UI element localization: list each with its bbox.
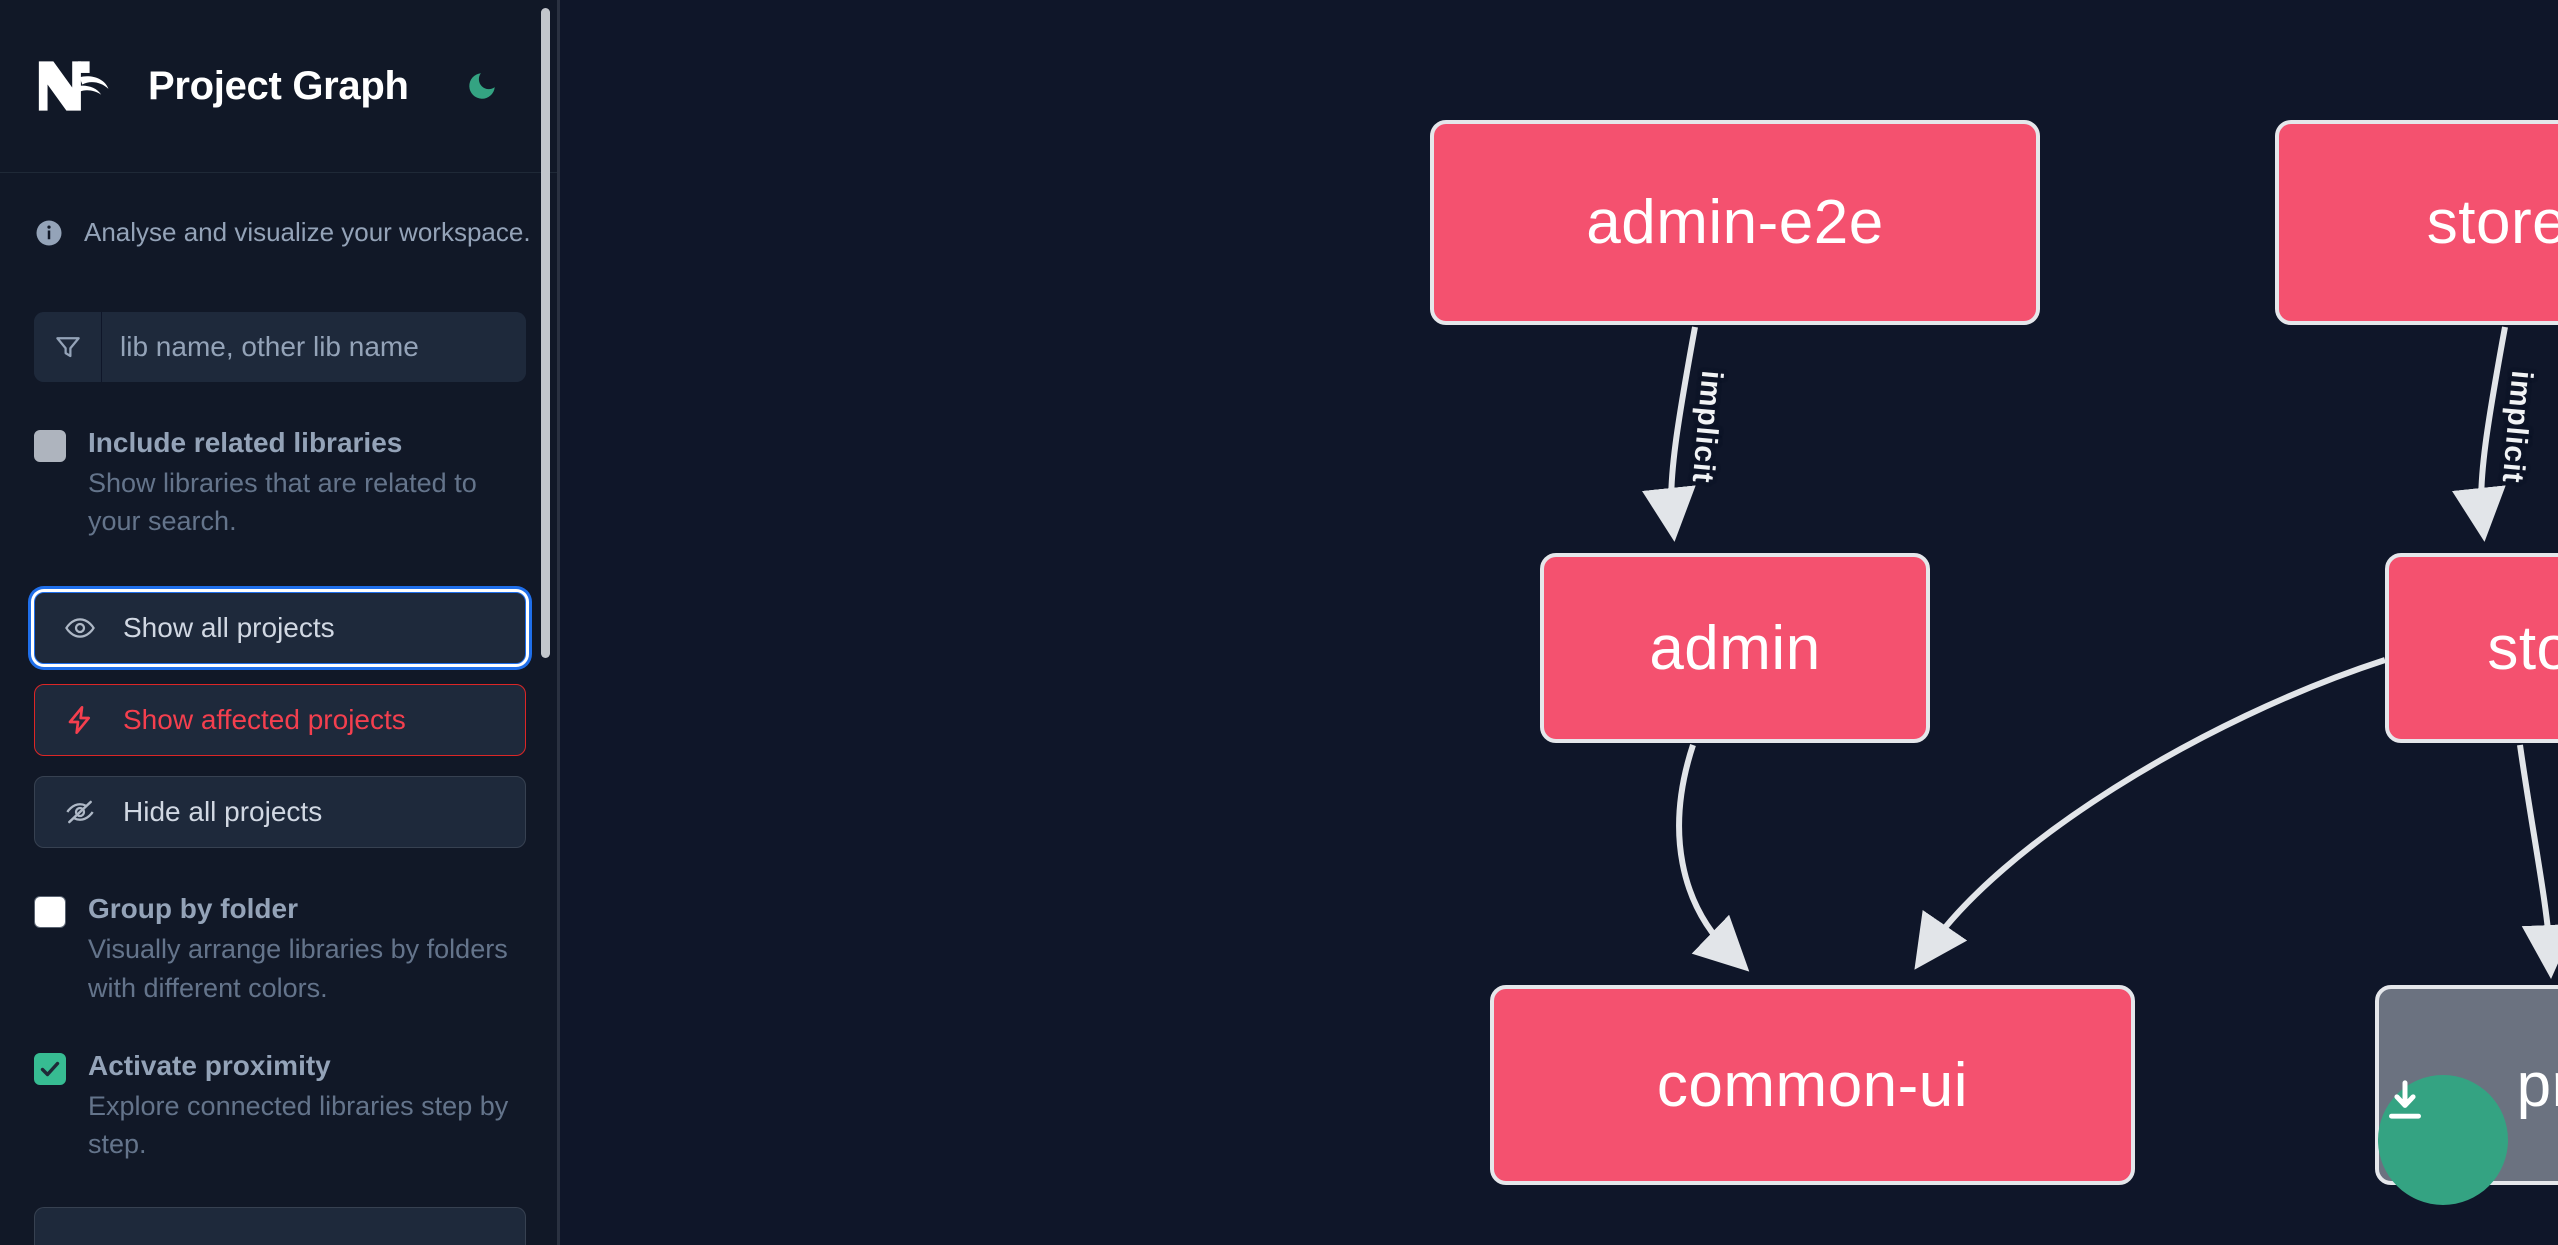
edge-store-products	[2517, 744, 2558, 979]
sidebar-scrollbar[interactable]	[541, 8, 550, 658]
graph-node-common-ui[interactable]: common-ui	[1490, 985, 2135, 1185]
graph-edges	[1642, 326, 2558, 979]
analyse-hint: Analyse and visualize your workspace.	[34, 217, 531, 248]
checkbox-desc-activate-proximity: Explore connected libraries step by step…	[88, 1090, 509, 1160]
show-affected-projects-label: Show affected projects	[123, 704, 406, 736]
graph-node-store-e2e[interactable]: store-e2e	[2275, 120, 2558, 325]
lightning-bolt-icon	[63, 703, 97, 737]
analyse-hint-text: Analyse and visualize your workspace.	[84, 217, 531, 247]
show-all-projects-button[interactable]: Show all projects	[34, 592, 526, 665]
project-visibility-buttons: Show all projects Show affected projects	[34, 592, 526, 849]
info-circle-icon	[34, 218, 64, 248]
checkbox-box-activate-proximity[interactable]	[34, 1052, 66, 1085]
checkbox-label-activate-proximity[interactable]: Activate proximity	[88, 1049, 331, 1081]
checkbox-include-related-libraries[interactable]: Include related libraries Show libraries…	[34, 424, 526, 540]
sidebar: Project Graph Analyse and visualize your…	[0, 0, 560, 1245]
sidebar-divider	[557, 0, 560, 1245]
graph-node-store[interactable]: store	[2385, 553, 2558, 743]
graph-node-admin[interactable]: admin	[1540, 553, 1930, 743]
search-input[interactable]	[102, 312, 526, 382]
graph-canvas[interactable]: implicit implicit admin-e2e store-e2e ad…	[560, 0, 2558, 1245]
sidebar-body: Analyse and visualize your workspace. In…	[0, 217, 560, 1245]
checkbox-activate-proximity[interactable]: Activate proximity Explore connected lib…	[34, 1047, 526, 1163]
moon-icon[interactable]	[461, 65, 503, 107]
edge-admin-common-ui	[1676, 744, 1750, 972]
checkbox-box-group-by-folder[interactable]	[34, 896, 66, 929]
edge-admin-e2e-admin	[1642, 326, 1698, 542]
checkbox-label-group-by-folder[interactable]: Group by folder	[88, 893, 298, 925]
hide-all-projects-label: Hide all projects	[123, 796, 323, 828]
edge-store-common-ui	[1914, 657, 2386, 970]
filter-funnel-icon[interactable]	[34, 312, 102, 382]
checkbox-label-include-related-libraries[interactable]: Include related libraries	[88, 427, 403, 458]
edge-store-e2e-store	[2452, 326, 2508, 542]
graph-node-admin-e2e[interactable]: admin-e2e	[1430, 120, 2040, 325]
show-all-projects-label: Show all projects	[123, 612, 335, 644]
sidebar-bottom-panel[interactable]	[34, 1207, 526, 1245]
checkbox-box-include-related-libraries[interactable]	[34, 430, 66, 462]
eye-icon	[63, 611, 97, 645]
checkbox-group-by-folder[interactable]: Group by folder Visually arrange librari…	[34, 890, 526, 1006]
sidebar-header: Project Graph	[0, 0, 560, 173]
page-title: Project Graph	[148, 63, 409, 108]
nx-logo-icon	[34, 57, 122, 115]
checkbox-desc-group-by-folder: Visually arrange libraries by folders wi…	[88, 934, 508, 1003]
hide-all-projects-button[interactable]: Hide all projects	[34, 776, 526, 849]
search-bar	[34, 312, 526, 382]
checkbox-desc-include-related-libraries: Show libraries that are related to your …	[88, 467, 477, 537]
show-affected-projects-button[interactable]: Show affected projects	[34, 684, 526, 757]
eye-off-icon	[63, 795, 97, 829]
download-icon[interactable]	[2378, 1075, 2508, 1205]
